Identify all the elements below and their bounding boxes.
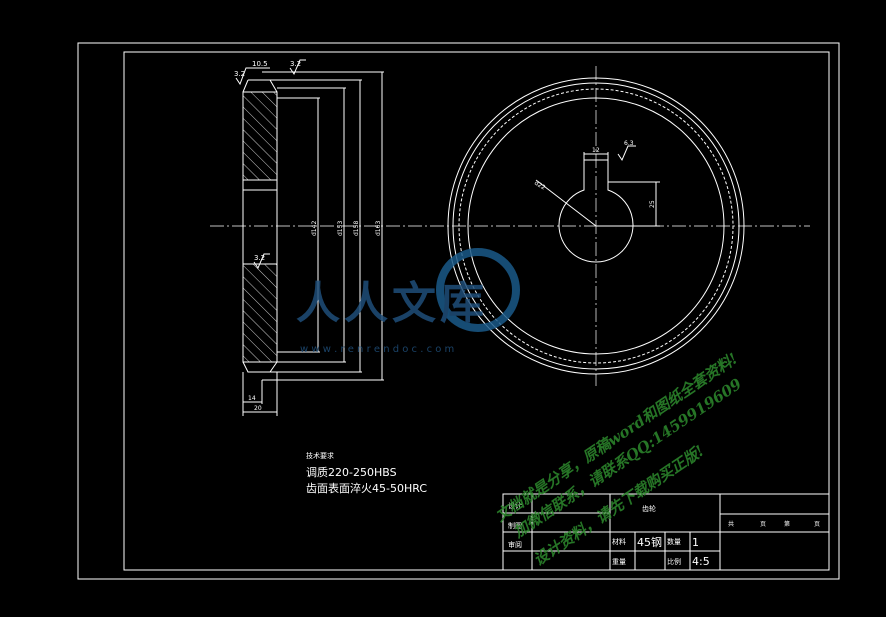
material-value: 45钢 [637,536,662,549]
title-block [502,493,830,571]
part-name: 齿轮 [642,504,656,513]
quantity-value: 1 [692,536,699,549]
rough-top-left-label: 3.2 [234,70,245,78]
sheet-total: 共 [728,520,734,528]
watermark-url: w w w . r e n r e n d o c . c o m [300,344,454,355]
scale-label: 比例 [667,557,681,566]
keyway-rough-label: 6.3 [624,140,634,147]
watermark-logo-text: 人人文库 [296,278,488,329]
bore-dia-label: d22 [533,180,547,192]
dia-3-label: d158 [353,221,360,236]
section-hatch-top [242,91,278,181]
quantity-label: 数量 [667,537,681,546]
watermark-logo-ring [436,248,520,332]
tech-req-line2: 齿面表面淬火45-50HRC [306,481,427,495]
dim-top-label: 10.5 [252,60,268,68]
dia-2-label: d153 [337,221,344,236]
row-design: 设计 [508,501,522,510]
sheet-unit: 页 [760,521,766,528]
watermark: 人人文库 w w w . r e n r e n d o c . c o m 文… [296,248,745,569]
dim-width-label: 20 [254,405,262,412]
section-hatch-bottom [242,263,278,363]
scale-value: 4:5 [692,555,710,568]
dim-hub-label: 14 [248,395,256,402]
watermark-line2: 加微信联系，请联系QQ:1459919609 [509,375,745,542]
keyway-width-label: 12 [592,147,600,154]
keyway-depth-label: 25 [649,200,656,208]
tech-req-line1: 调质220-250HBS [306,466,397,479]
outer-border [77,42,840,580]
row-check: 审阅 [508,540,522,549]
tech-req-heading: 技术要求 [306,451,334,460]
dia-bore-label: d142 [311,221,318,236]
material-label: 材料 [612,537,626,546]
row-draw: 制图 [508,521,522,530]
rough-top-right-label: 3.2 [290,60,301,68]
inner-border [123,51,830,571]
bore-keyway [558,159,634,263]
weight-label: 重量 [612,558,626,566]
dia-4-label: d163 [375,221,382,236]
sheet-no: 第 [784,520,790,528]
side-view [235,59,384,416]
rough-mid-label: 3.2 [254,254,265,262]
sheet-unit2: 页 [814,521,820,528]
